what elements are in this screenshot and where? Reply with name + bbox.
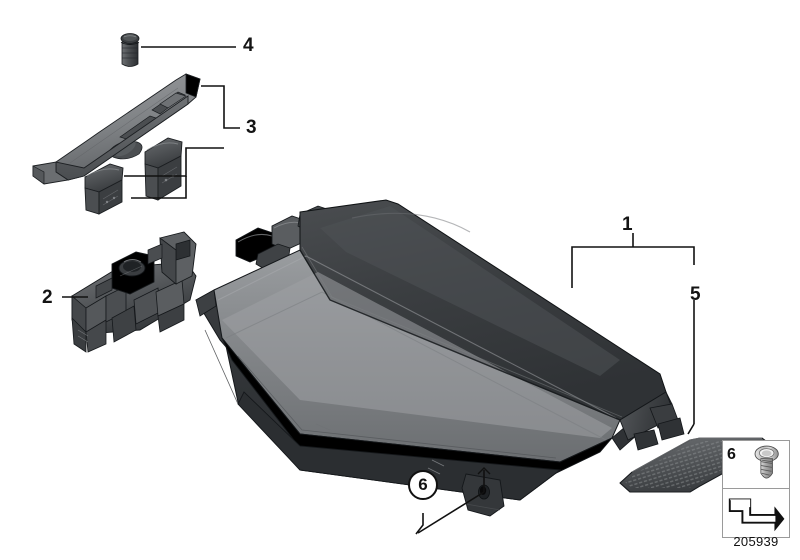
leader-line-5 (687, 300, 695, 435)
part-3-trim-strip (32, 73, 201, 185)
callout-number-4: 4 (243, 35, 254, 56)
part-2-hinge-mechanism (71, 231, 197, 353)
figure-id-label: 205939 (733, 534, 779, 549)
callout-circle-6-label: 6 (418, 475, 428, 494)
part-4-plug-grommet (120, 33, 140, 67)
bent-arrow-icon (728, 498, 785, 532)
callout-number-3: 3 (246, 117, 257, 138)
legend-screw-number: 6 (727, 446, 736, 463)
callout-number-1: 1 (622, 214, 633, 235)
legend-arrow-cell (723, 489, 789, 537)
part-3-cover-cap-small (84, 163, 124, 215)
callout-number-2: 2 (42, 287, 53, 308)
legend-screw-cell: 6 (723, 441, 789, 489)
callout-circle-6: 6 (408, 470, 438, 500)
part-3-cover-cap-large (144, 137, 183, 201)
callout-number-5: 5 (690, 284, 701, 305)
part-1-armrest-assembly (195, 199, 685, 517)
leader-bracket-1 (571, 233, 695, 288)
leader-lines-3 (124, 85, 240, 199)
leader-line-6 (415, 467, 491, 535)
legend-detail-box: 6 (722, 440, 790, 538)
screw-icon (754, 445, 779, 479)
